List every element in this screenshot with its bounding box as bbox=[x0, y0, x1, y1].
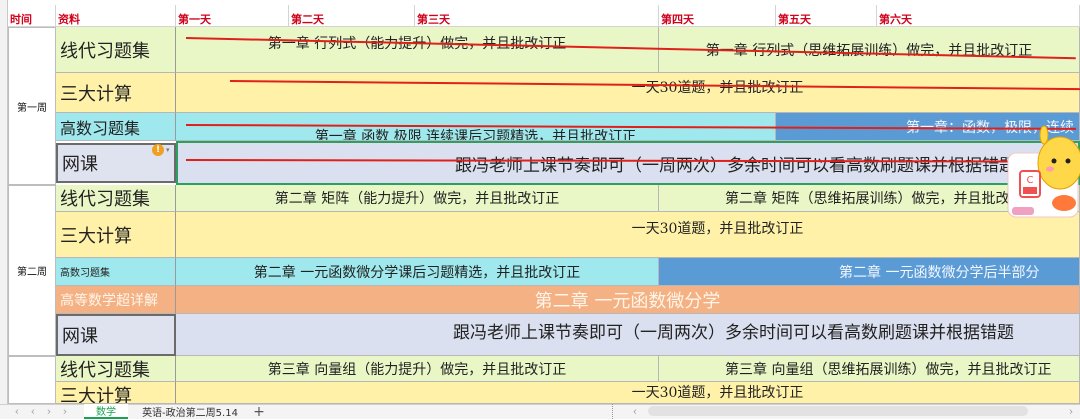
week-1-label[interactable]: 第一周 bbox=[8, 27, 56, 185]
header-day-3[interactable]: 第三天 bbox=[415, 5, 659, 27]
next-sheet-icon[interactable]: › bbox=[46, 405, 52, 418]
material-cell[interactable]: 线代习题集 bbox=[56, 185, 176, 212]
material-cell[interactable]: 三大计算 bbox=[56, 382, 176, 404]
material-cell[interactable]: 网课 bbox=[56, 314, 176, 356]
task-cell[interactable]: 第三章 向量组（能力提升）做完，并且批改订正 bbox=[176, 356, 659, 382]
warning-icon[interactable]: ! bbox=[152, 144, 164, 156]
tab-splitter[interactable] bbox=[612, 404, 614, 419]
task-cell[interactable]: 第二章 一元函数微分学后半部分 bbox=[659, 258, 1080, 286]
horizontal-scrollbar[interactable] bbox=[648, 406, 1028, 416]
header-day-5[interactable]: 第五天 bbox=[776, 5, 877, 27]
week-3-label[interactable] bbox=[8, 356, 56, 404]
add-sheet-button[interactable]: + bbox=[253, 403, 265, 420]
mascot-icon: C bbox=[1007, 125, 1080, 218]
prev-sheet-icon[interactable]: ‹ bbox=[30, 405, 36, 418]
material-cell[interactable]: 高等数学超详解 bbox=[56, 286, 176, 314]
material-cell[interactable]: 三大计算 bbox=[56, 212, 176, 258]
material-cell[interactable]: 高数习题集 bbox=[56, 258, 176, 286]
material-cell[interactable]: 高数习题集 bbox=[56, 113, 176, 141]
task-cell[interactable]: 第三章 向量组（思维拓展训练）做完，并且批改订正 bbox=[659, 356, 1080, 382]
week-2-label[interactable]: 第二周 bbox=[8, 185, 56, 356]
scroll-left-icon[interactable]: ‹ bbox=[632, 405, 638, 418]
row-indicator bbox=[0, 404, 6, 419]
header-time[interactable]: 时间 bbox=[8, 5, 56, 27]
task-cell[interactable]: 第二章 一元函数微分学 bbox=[176, 286, 1080, 314]
material-cell[interactable]: 线代习题集 bbox=[56, 27, 176, 73]
scroll-right-icon[interactable]: › bbox=[1068, 405, 1074, 418]
header-day-6[interactable]: 第六天 bbox=[877, 5, 1080, 27]
sheet-tab-math[interactable]: 数学 bbox=[84, 404, 128, 419]
task-cell[interactable]: 一天30道题，并且批改订正 bbox=[176, 73, 1080, 113]
header-day-4[interactable]: 第四天 bbox=[659, 5, 776, 27]
last-sheet-icon[interactable]: › bbox=[62, 405, 68, 418]
chevron-down-icon[interactable]: ▾ bbox=[166, 146, 170, 154]
material-cell[interactable]: 三大计算 bbox=[56, 73, 176, 113]
material-cell[interactable]: 线代习题集 bbox=[56, 356, 176, 382]
svg-text:C: C bbox=[1027, 175, 1034, 186]
task-cell[interactable]: 一天30道题，并且批改订正 bbox=[176, 382, 1080, 404]
row-gutter bbox=[0, 0, 8, 404]
header-day-1[interactable]: 第一天 bbox=[176, 5, 289, 27]
header-day-2[interactable]: 第二天 bbox=[289, 5, 415, 27]
task-cell[interactable]: 第一章 行列式（能力提升）做完，并且批改订正 bbox=[176, 27, 659, 73]
task-cell[interactable]: 跟冯老师上课节奏即可（一周两次）多余时间可以看高数刷题课并根据错题 bbox=[176, 141, 1080, 185]
first-sheet-icon[interactable]: ‹ bbox=[14, 405, 20, 418]
header-material[interactable]: 资料 bbox=[56, 5, 176, 27]
mascot-sticker[interactable]: C bbox=[1004, 123, 1080, 219]
task-cell[interactable]: 跟冯老师上课节奏即可（一周两次）多余时间可以看高数刷题课并根据错题 bbox=[176, 314, 1080, 356]
task-cell[interactable]: 第二章 矩阵（能力提升）做完，并且批改订正 bbox=[176, 185, 659, 212]
task-cell[interactable]: 一天30道题，并且批改订正 bbox=[176, 212, 1080, 258]
sheet-tab-english-politics[interactable]: 英语-政治第二周5.14 bbox=[142, 408, 238, 419]
material-cell[interactable]: 网课 bbox=[56, 143, 176, 183]
task-cell[interactable]: 第二章 一元函数微分学课后习题精选，并且批改订正 bbox=[176, 258, 659, 286]
task-text: 第一章 函数 极限 连续课后习题精选，并且批改订正 bbox=[314, 129, 637, 141]
